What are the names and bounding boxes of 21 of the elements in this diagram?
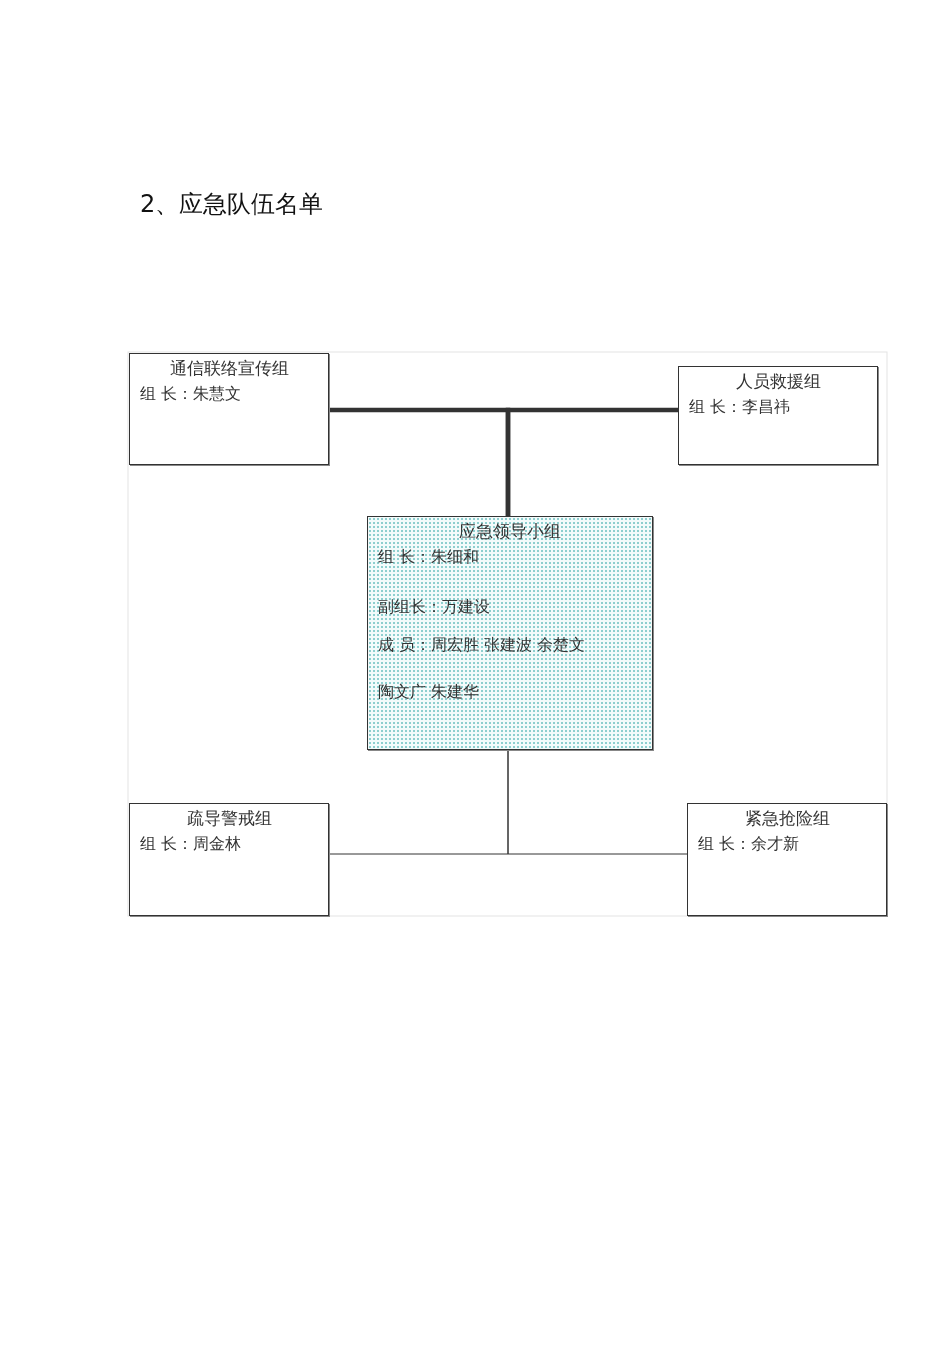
team-box [129, 353, 329, 465]
heading: 2、应急队伍名单 [140, 189, 324, 220]
group-title: 通信联络宣传组 [168, 357, 290, 380]
member-line: 组 长：朱慧文 [140, 384, 242, 405]
member-line: 组 长：周金林 [140, 834, 242, 855]
member-line: 组 长：余才新 [698, 834, 800, 855]
team-box [687, 803, 887, 916]
member-line: 陶文广 朱建华 [378, 682, 480, 703]
group-title: 应急领导小组 [458, 520, 562, 543]
group-title: 人员救援组 [734, 370, 822, 393]
member-line: 副组长：万建设 [378, 597, 490, 618]
member-line: 组 长：李昌祎 [689, 397, 791, 418]
connector-line [505, 407, 678, 516]
team-box [678, 366, 878, 465]
connector-line [507, 749, 688, 855]
member-line: 组 长：朱细和 [378, 547, 480, 568]
team-box [129, 803, 329, 916]
leader-group-box [367, 516, 653, 750]
member-line: 成 员：周宏胜 张建波 余楚文 [378, 635, 586, 656]
group-title: 紧急抢险组 [743, 807, 831, 830]
group-title: 疏导警戒组 [185, 807, 273, 830]
